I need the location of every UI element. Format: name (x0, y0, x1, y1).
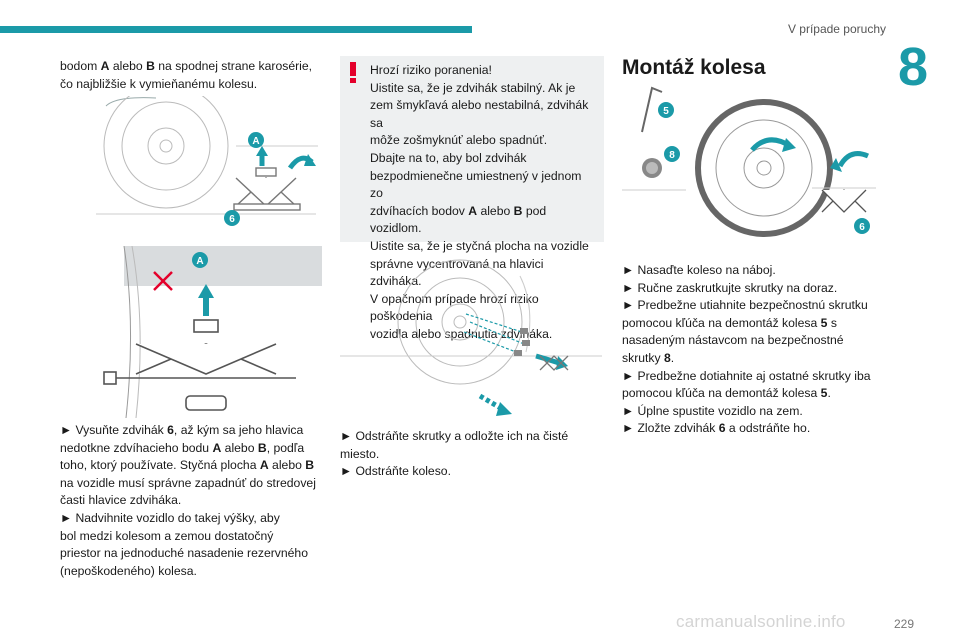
text-line: ► Odstráňte koleso. (340, 464, 451, 479)
chapter-title: V prípade poruchy (787, 22, 886, 36)
fig2-label-a: A (196, 256, 203, 267)
text-line: zem šmykľavá alebo nestabilná, zdvihák s… (370, 98, 589, 130)
text-line: čo najbližšie k vymieňanému kolesu. (60, 76, 258, 91)
text-line: toho, ktorý používate. Styčná plocha A a… (60, 458, 315, 473)
text-line: bol medzi kolesom a zemou dostatočný (60, 528, 274, 543)
text-line: správne vycentrovaná na hlavici zdviháka… (370, 256, 544, 289)
text-line: pomocou kľúča na demontáž kolesa 5. (622, 386, 831, 401)
text-line: nedotkne zdvíhacieho bodu A alebo B, pod… (60, 440, 305, 455)
watermark: carmanualsonline.info (676, 612, 846, 631)
text-line: ► Úplne spustite vozidlo na zem. (622, 403, 803, 418)
text-line: bodom A alebo B na spodnej strane karosé… (60, 59, 313, 73)
warning-text: Hrozí riziko poranenia! Uistite sa, že je… (350, 62, 594, 344)
text-line: priestor na jednoduché nasadenie rezervn… (60, 546, 308, 561)
text-line: ► Vysuňte zdvihák 6, až kým sa jeho hlav… (60, 423, 304, 437)
instruction-remove-wheel: ► Odstráňte skrutky a odložte ich na čis… (340, 428, 604, 481)
text-line: ► Nasaďte koleso na náboj. (622, 263, 776, 277)
text-line: ► Zložte zdvihák 6 a odstráňte ho. (622, 421, 811, 436)
chapter-number: 8 (898, 37, 929, 97)
text-line: Uistite sa, že je styčná plocha na vozid… (370, 238, 589, 253)
text-line: Uistite sa, že je zdvihák stabilný. Ak j… (370, 80, 576, 95)
fig1-label-6: 6 (229, 214, 235, 225)
instruction-mount-wheel: ► Nasaďte koleso na náboj. ► Ručne zaskru… (622, 262, 884, 438)
text-line: miesto. (340, 446, 380, 461)
figure-jack-position-overview: A 6 (96, 96, 318, 226)
fig4-label-8: 8 (669, 150, 675, 161)
text-line: ► Predbežne dotiahnite aj ostatné skrutk… (622, 368, 871, 383)
fig4-label-6: 6 (859, 222, 865, 233)
text-line: na vozidle musí správne zapadnúť do stre… (60, 475, 316, 490)
warning-box: Hrozí riziko poranenia! Uistite sa, že je… (340, 56, 604, 341)
instruction-lift-vehicle: ► Vysuňte zdvihák 6, až kým sa jeho hlav… (60, 422, 322, 580)
text-line: ► Nadvihnite vozidlo do takej výšky, aby (60, 510, 280, 525)
warning-exclamation-icon (350, 62, 356, 83)
text-line: zdvíhacích bodov A alebo B pod vozidlom. (370, 203, 547, 236)
text-line: V opačnom prípade hrozí riziko poškodeni… (370, 291, 539, 324)
fig1-label-a: A (252, 136, 259, 147)
text-line: bezpodmienečne umiestnený v jednom zo (370, 168, 582, 201)
text-line: pomocou kľúča na demontáž kolesa 5 s (622, 315, 837, 330)
text-line: (nepoškodeného) kolesa. (60, 563, 197, 578)
text-line: nasadeným nástavcom na bezpečnostné (622, 333, 844, 348)
text-line: ► Odstráňte skrutky a odložte ich na čis… (340, 429, 569, 443)
text-line: ► Predbežne utiahnite bezpečnostnú skrut… (622, 298, 868, 313)
figure-remove-bolts (340, 259, 602, 416)
text-line: ► Ručne zaskrutkujte skrutky na doraz. (622, 280, 838, 295)
fig4-label-5: 5 (663, 106, 669, 117)
figure-mount-wheel: 5 8 6 (622, 86, 876, 237)
intro-text: bodom A alebo B na spodnej strane karosé… (60, 58, 322, 93)
text-line: skrutky 8. (622, 350, 675, 365)
text-line: vozidla alebo spadnutia zdviháka. (370, 326, 553, 341)
page-number: 229 (893, 617, 914, 631)
header-accent-bar (0, 26, 472, 33)
text-line: časti hlavice zdviháka. (60, 493, 182, 508)
section-title: Montáž kolesa (622, 56, 766, 79)
figure-jack-contact-point: A (103, 246, 322, 418)
text-line: Dbajte na to, aby bol zdvihák (370, 150, 527, 165)
text-line: môže zošmyknúť alebo spadnúť. (370, 133, 548, 148)
text-line: Hrozí riziko poranenia! (370, 63, 492, 77)
